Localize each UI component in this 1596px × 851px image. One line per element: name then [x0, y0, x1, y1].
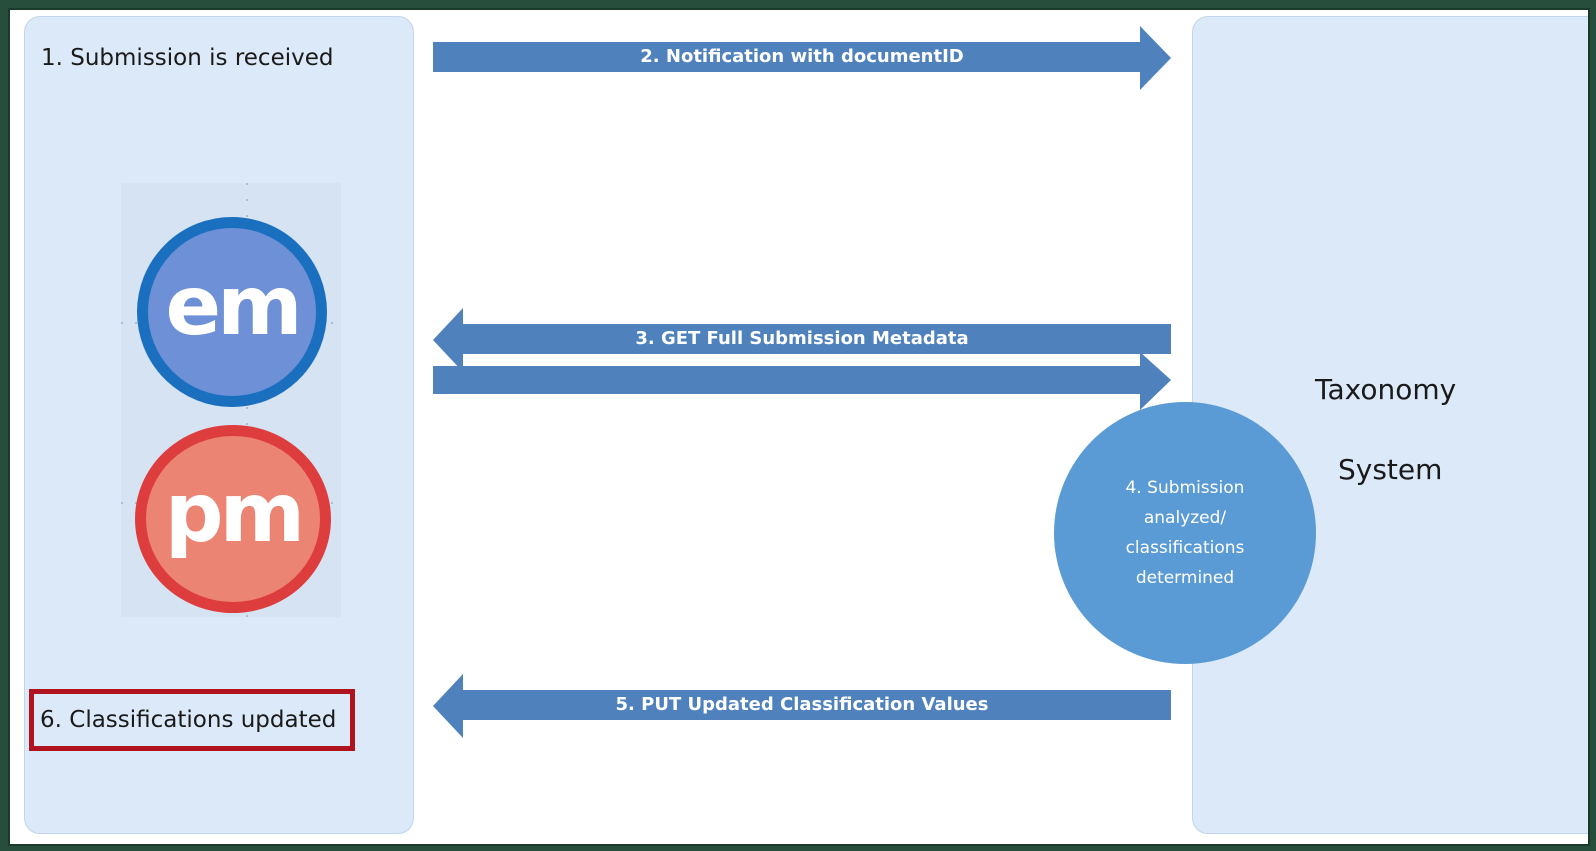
pm-logo: pm	[135, 425, 331, 613]
analysis-line-3: classifications	[1125, 538, 1245, 558]
submission-system-panel: 1. Submission is received em pm 6. Class…	[24, 16, 414, 834]
arrow-left-put	[433, 674, 1171, 738]
pm-logo-text: pm	[164, 465, 305, 561]
logo-area: em pm	[121, 183, 341, 617]
analysis-line-4: determined	[1135, 568, 1235, 588]
classifications-updated-label: 6. Classifications updated	[29, 689, 355, 751]
arrow-right-notification	[433, 26, 1171, 90]
analysis-line-2: analyzed/	[1143, 508, 1227, 528]
put-values-arrow-label: 5. PUT Updated Classification Values	[615, 694, 989, 715]
arrow-right-response	[433, 352, 1171, 410]
get-metadata-arrow-label: 3. GET Full Submission Metadata	[635, 328, 969, 349]
taxonomy-label: Taxonomy	[1315, 373, 1457, 406]
submission-received-label: 1. Submission is received	[41, 45, 334, 71]
system-label: System	[1338, 453, 1443, 486]
arrow-left-get	[433, 308, 1171, 372]
notification-arrow-label: 2. Notification with documentID	[640, 46, 964, 67]
diagram-frame: 1. Submission is received em pm 6. Class…	[8, 8, 1590, 846]
em-logo: em	[137, 217, 327, 407]
em-logo-text: em	[165, 258, 302, 354]
flow-arrows	[433, 26, 1171, 738]
analysis-circle: 4. Submission analyzed/ classifications …	[1054, 402, 1316, 664]
analysis-line-1: 4. Submission	[1125, 478, 1245, 498]
